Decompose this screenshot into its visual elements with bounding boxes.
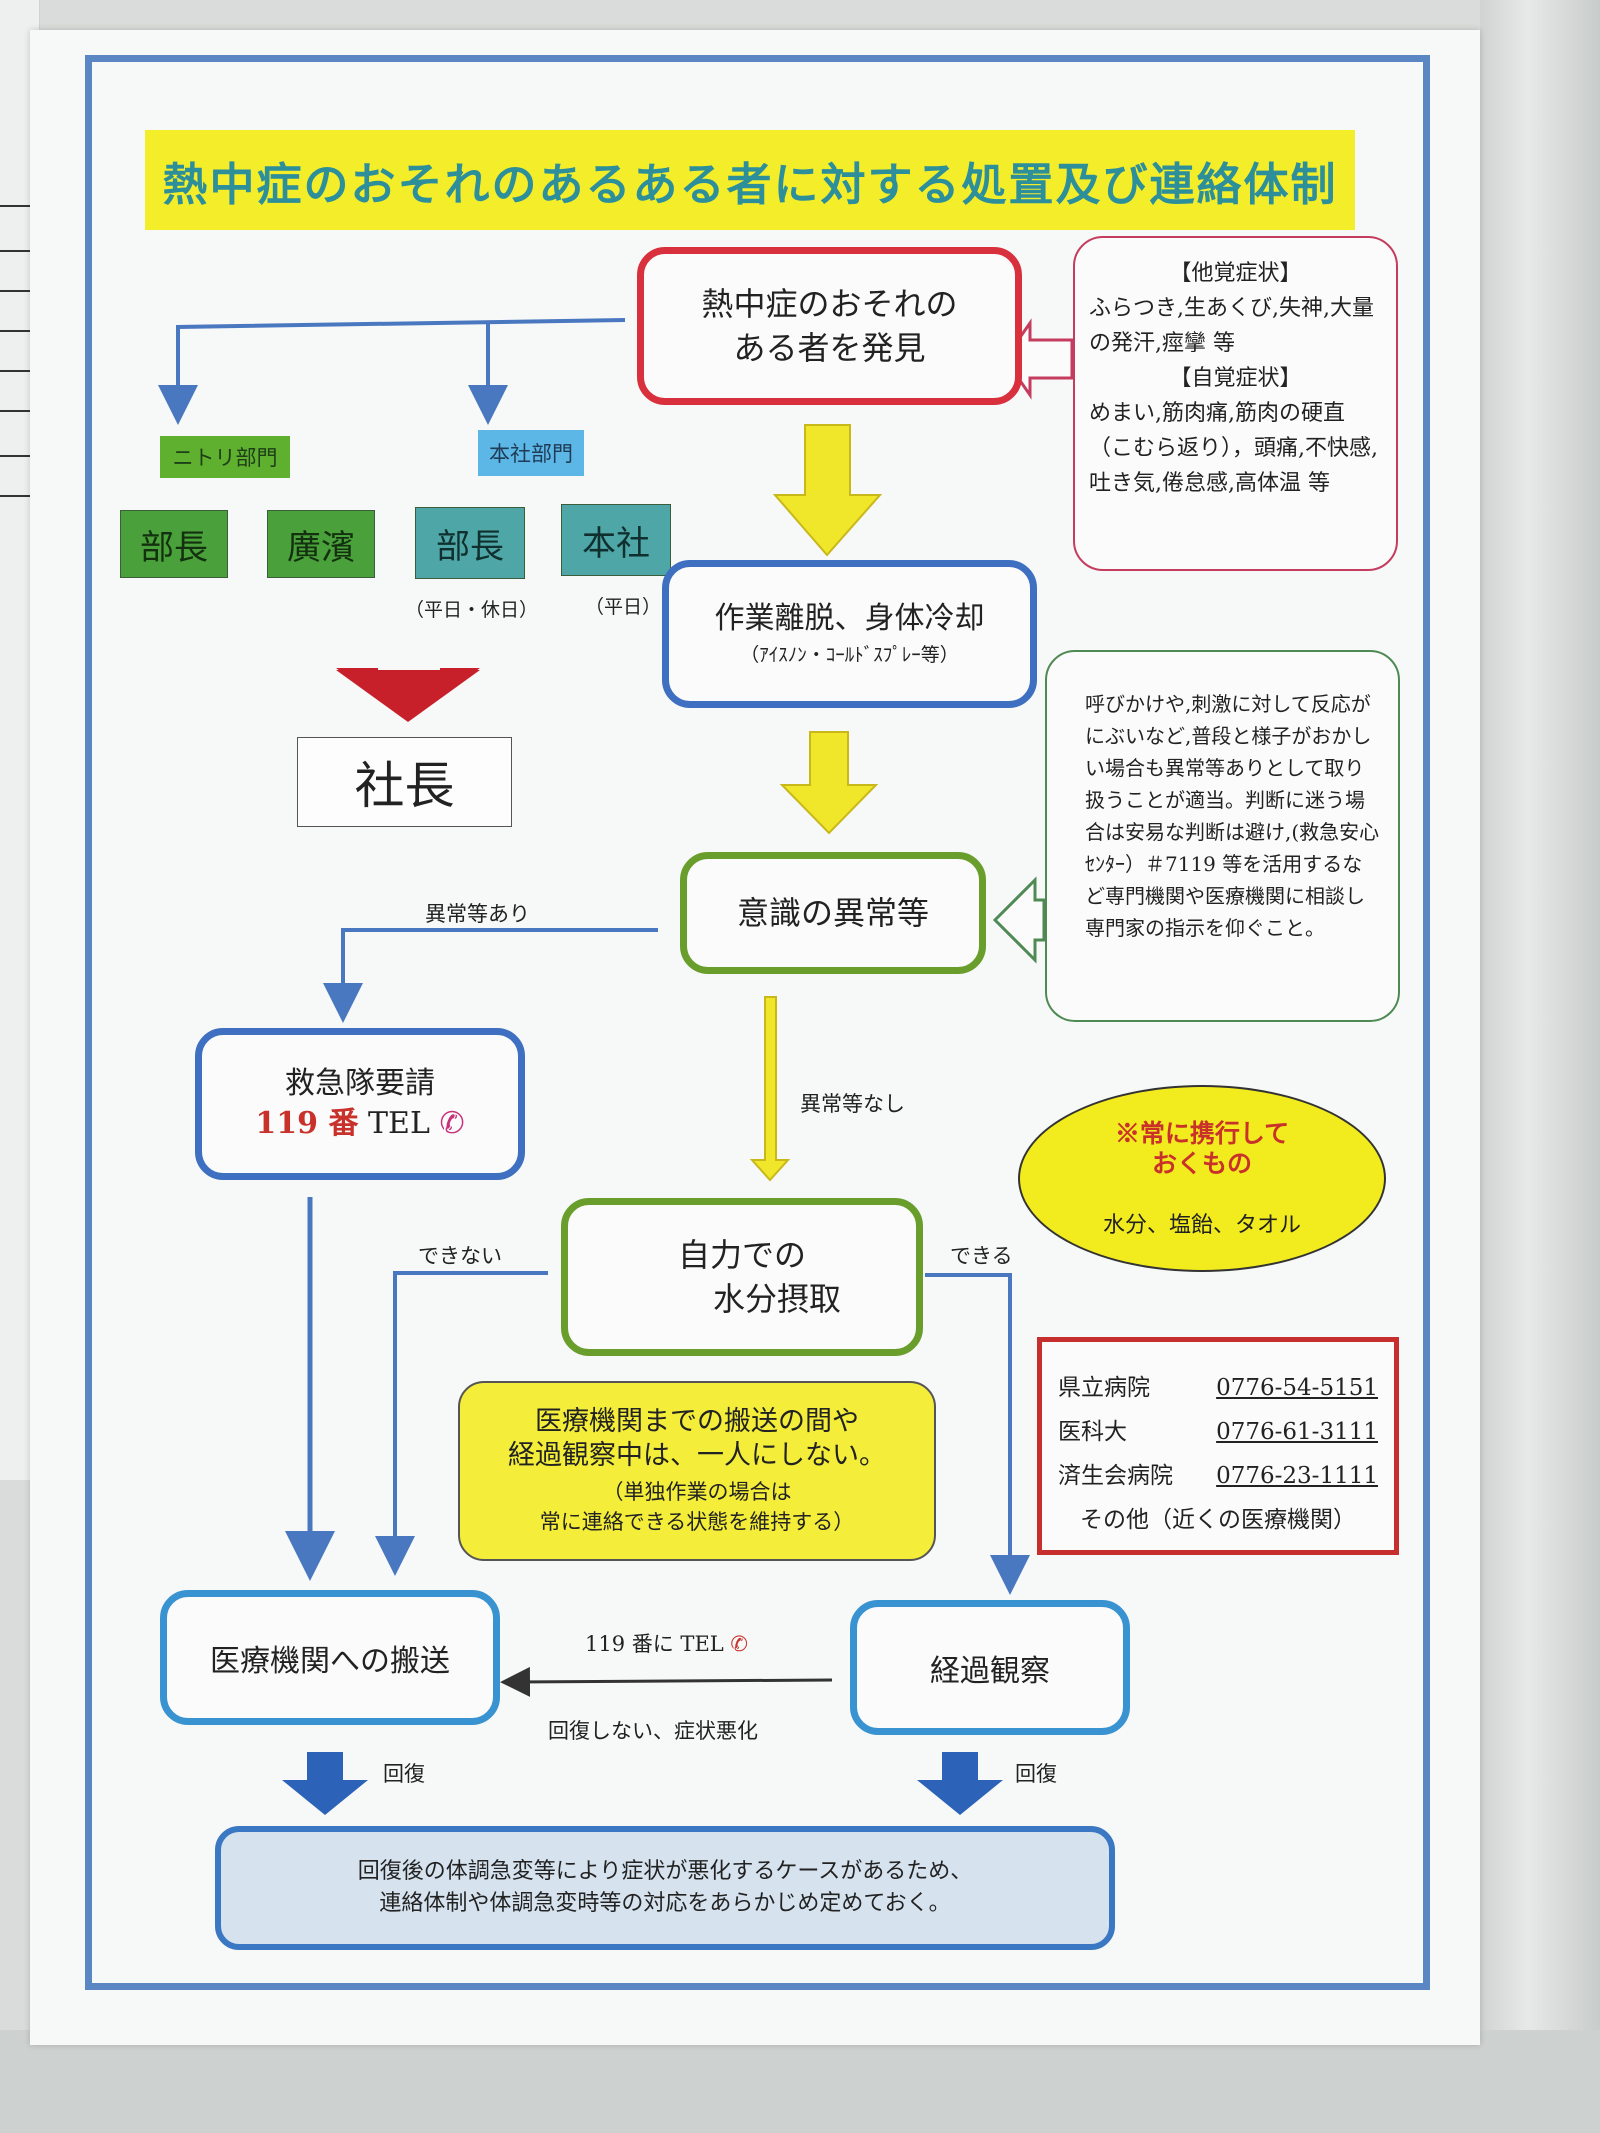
ambulance-tel: TEL — [368, 1106, 430, 1141]
hospital-row: 県立病院 0776-54-5151 — [1058, 1366, 1378, 1410]
stay-together-note: 医療機関までの搬送の間や 経過観察中は、一人にしない。 （単独作業の場合は 常に… — [458, 1381, 936, 1561]
self-symptoms-header: 【自覚症状】 — [1169, 366, 1302, 391]
phone-icon: ✆ — [730, 1632, 749, 1656]
contact-note-2: （平日） — [585, 596, 662, 618]
others-symptoms-header: 【他覚症状】 — [1169, 261, 1302, 286]
hydration-line2: 水分摂取 — [712, 1280, 841, 1318]
symptoms-note: 【他覚症状】 ふらつき,生あくび,失神,大量の発汗,痙攣 等 【自覚症状】 めま… — [1073, 236, 1398, 571]
hospital-phone: 0776-23-1111 — [1216, 1463, 1378, 1489]
contact-tile-1: 部長 — [120, 510, 228, 578]
connector-can — [925, 1273, 1030, 1595]
recover-right-label: 回復 — [1015, 1762, 1057, 1786]
yellow-arrow-3 — [749, 996, 791, 1182]
cooling-step-line2: （ｱｲｽﾉﾝ・ｺｰﾙﾄﾞｽﾌﾟﾚｰ等） — [740, 644, 959, 666]
poster-frame — [85, 55, 1430, 1990]
consciousness-box: 意識の異常等 — [680, 852, 986, 974]
cannot-label: できない — [418, 1244, 502, 1268]
judgment-note: 呼びかけや,刺激に対して反応がにぶいなど,普段と様子がおかしい場合も異常等ありと… — [1045, 650, 1400, 1022]
red-arrow-to-president — [336, 668, 480, 722]
ambulance-line1: 救急隊要請 — [285, 1066, 435, 1101]
post-recovery-note: 回復後の体調急変等により症状が悪化するケースがあるため、 連絡体制や体調急変時等… — [215, 1826, 1115, 1950]
tel-119-label: 119 番に TEL ✆ — [585, 1632, 749, 1656]
hollow-arrow-note — [992, 876, 1046, 964]
yellow-note-line3: （単独作業の場合は — [602, 1480, 792, 1504]
hydration-line1: 自力での — [677, 1236, 806, 1274]
discover-box: 熱中症のおそれの ある者を発見 — [637, 247, 1022, 405]
self-symptoms-text: めまい,筋肉痛,筋肉の硬直（こむら返り），頭痛,不快感,吐き気,倦怠感,高体温 … — [1089, 401, 1378, 496]
discover-line1: 熱中症のおそれの — [701, 285, 958, 323]
transport-box: 医療機関への搬送 — [160, 1590, 500, 1725]
hospital-row: 医科大 0776-61-3111 — [1058, 1410, 1378, 1454]
cooling-step-box: 作業離脱、身体冷却 （ｱｲｽﾉﾝ・ｺｰﾙﾄﾞｽﾌﾟﾚｰ等） — [662, 560, 1037, 708]
connector-cannot — [375, 1271, 548, 1576]
bottom-note-line2: 連絡体制や体調急変時等の対応をあらかじめ定めておく。 — [379, 1891, 951, 1916]
carry-line2: おくもの — [1151, 1148, 1252, 1178]
hospital-phone: 0776-54-5151 — [1216, 1375, 1378, 1401]
hospital-name: 県立病院 — [1058, 1375, 1150, 1401]
yellow-arrow-2 — [779, 731, 879, 835]
abnormal-yes-label: 異常等あり — [425, 902, 530, 926]
ambulance-number: 119 番 — [255, 1106, 359, 1141]
yellow-note-line1: 医療機関までの搬送の間や — [535, 1406, 859, 1437]
discover-line2: ある者を発見 — [733, 329, 926, 367]
dept-nitori-label: ニトリ部門 — [160, 436, 290, 478]
hospital-name: 医科大 — [1058, 1419, 1127, 1445]
hospital-name: 済生会病院 — [1058, 1463, 1173, 1489]
yellow-note-line2: 経過観察中は、一人にしない。 — [508, 1440, 886, 1471]
hydration-box: 自力での 水分摂取 — [561, 1198, 923, 1356]
hospital-phone: 0776-61-3111 — [1216, 1419, 1378, 1445]
contact-tile-4: 本社 — [561, 504, 671, 576]
carry-line1: ※常に携行して — [1114, 1118, 1290, 1148]
recover-arrow-left — [282, 1752, 368, 1815]
ambulance-box: 救急隊要請 119 番 TEL ✆ — [195, 1028, 525, 1180]
recover-left-label: 回復 — [383, 1762, 425, 1786]
can-label: できる — [950, 1244, 1013, 1268]
contact-tile-3: 部長 — [415, 507, 525, 579]
connector-abnormal-yes — [323, 928, 658, 1023]
connector-observe-transport — [500, 1666, 833, 1697]
yellow-arrow-1 — [772, 424, 883, 557]
carry-items: 水分、塩飴、タオル — [1102, 1212, 1301, 1238]
observe-box: 経過観察 — [850, 1600, 1130, 1735]
poster-title: 熱中症のおそれのあるある者に対する処置及び連絡体制 — [145, 130, 1355, 230]
yellow-note-line4: 常に連絡できる状態を維持する） — [539, 1510, 855, 1534]
contact-note-1: （平日・休日） — [405, 599, 539, 621]
hospital-row: 済生会病院 0776-23-1111 — [1058, 1454, 1378, 1498]
background-window — [1480, 0, 1600, 2133]
recover-arrow-right — [917, 1752, 1003, 1815]
abnormal-no-label: 異常等なし — [800, 1092, 905, 1116]
cooling-step-line1: 作業離脱、身体冷却 — [714, 601, 985, 636]
phone-icon: ✆ — [439, 1106, 465, 1141]
dept-honsha-label: 本社部門 — [478, 430, 584, 476]
connector-discover-departments — [158, 318, 626, 425]
hospital-contacts: 県立病院 0776-54-5151 医科大 0776-61-3111 済生会病院… — [1037, 1337, 1399, 1555]
others-symptoms-text: ふらつき,生あくび,失神,大量の発汗,痙攣 等 — [1089, 296, 1374, 356]
president-box: 社長 — [297, 737, 512, 827]
hospital-other: その他（近くの医療機関） — [1080, 1507, 1356, 1533]
background-floor — [0, 2030, 1600, 2133]
not-recovered-label: 回復しない、症状悪化 — [548, 1719, 758, 1743]
carry-items-oval: ※常に携行して おくもの 水分、塩飴、タオル — [1018, 1085, 1386, 1272]
bottom-note-line1: 回復後の体調急変等により症状が悪化するケースがあるため、 — [357, 1859, 973, 1884]
contact-tile-2: 廣濱 — [267, 510, 375, 578]
